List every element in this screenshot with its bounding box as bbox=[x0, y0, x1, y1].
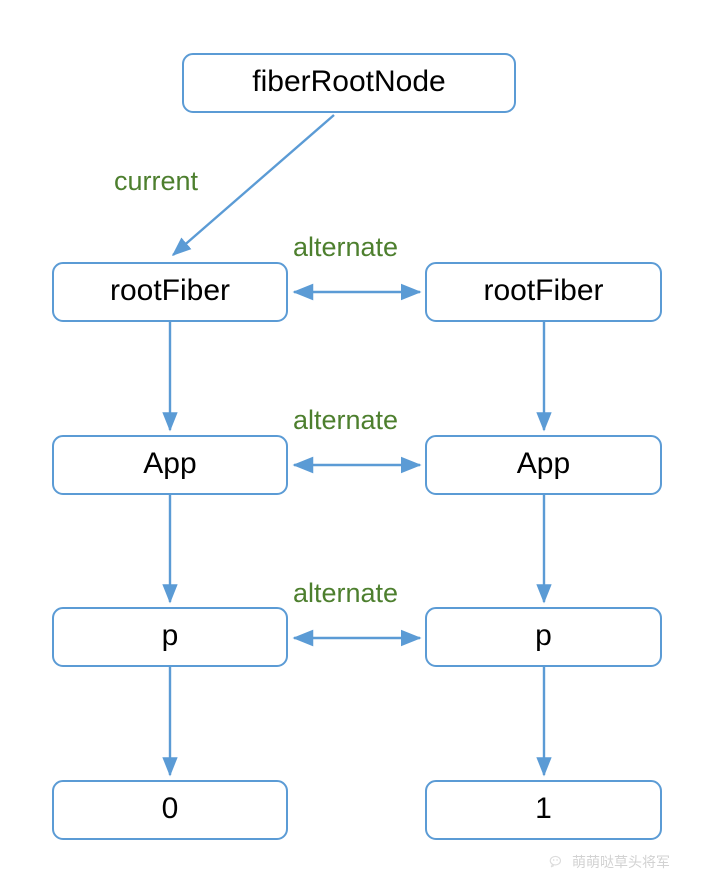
node-label: rootFiber bbox=[109, 274, 231, 307]
node-text-one[interactable]: 1 bbox=[425, 780, 662, 840]
node-p-current[interactable]: p bbox=[52, 607, 288, 667]
watermark: 萌萌哒草头将军 bbox=[549, 852, 670, 872]
node-label: p bbox=[161, 619, 179, 652]
edge-label-alternate-rootfiber: alternate bbox=[293, 232, 399, 262]
watermark-label: 萌萌哒草头将军 bbox=[572, 855, 670, 871]
edge-label-alternate-app: alternate bbox=[293, 405, 399, 435]
node-label: App bbox=[516, 447, 571, 480]
node-label: rootFiber bbox=[483, 274, 604, 307]
node-text-zero[interactable]: 0 bbox=[52, 780, 288, 840]
node-label: 0 bbox=[161, 792, 179, 825]
node-label: fiberRootNode bbox=[252, 65, 446, 98]
node-fiber-root-node[interactable]: fiberRootNode bbox=[182, 53, 516, 113]
edge-label-alternate-p: alternate bbox=[293, 578, 399, 608]
node-p-workinprogress[interactable]: p bbox=[425, 607, 662, 667]
node-label: App bbox=[143, 447, 197, 480]
node-app-workinprogress[interactable]: App bbox=[425, 435, 662, 495]
node-app-current[interactable]: App bbox=[52, 435, 288, 495]
node-label: p bbox=[535, 619, 552, 652]
node-root-fiber-current[interactable]: rootFiber bbox=[52, 262, 288, 322]
node-label: 1 bbox=[535, 792, 552, 825]
node-root-fiber-workinprogress[interactable]: rootFiber bbox=[425, 262, 662, 322]
edge-label-current: current bbox=[114, 166, 199, 196]
wechat-official-account-icon bbox=[549, 854, 566, 871]
